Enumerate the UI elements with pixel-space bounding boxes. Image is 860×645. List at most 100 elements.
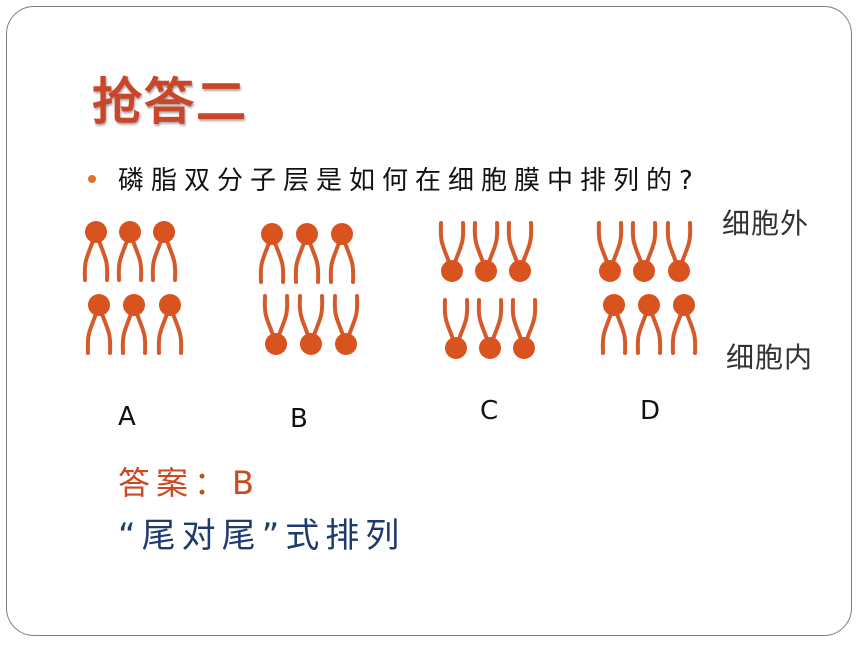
inside-cell-label: 细胞内 <box>726 341 814 374</box>
option-b-bottom-lipid-1 <box>262 294 290 355</box>
lipid-tail-left <box>120 309 134 355</box>
lipid-tail-left <box>596 221 610 267</box>
lipid-tail-right <box>649 309 663 355</box>
lipid-tail-left <box>442 298 456 344</box>
option-c-top-lipid-1 <box>438 221 466 282</box>
lipid-tail-right <box>610 221 624 267</box>
lipid-tail-left <box>328 238 342 284</box>
lipid-tail-right <box>307 238 321 284</box>
lipid-tail-right <box>614 309 628 355</box>
lipid-head <box>331 223 353 245</box>
lipid-head <box>88 294 110 316</box>
lipid-head <box>509 260 531 282</box>
lipid-tail-left <box>630 221 644 267</box>
lipid-head <box>265 333 287 355</box>
lipid-head <box>479 337 501 359</box>
option-b-top-lipid-1 <box>258 223 286 284</box>
option-b-bottom-lipid-2 <box>297 294 325 355</box>
lipid-tail-left <box>635 309 649 355</box>
lipid-tail-right <box>346 294 360 340</box>
lipid-tail-left <box>665 221 679 267</box>
option-d-bottom-lipid-3 <box>670 294 698 355</box>
explanation-text: “尾对尾”式排列 <box>118 516 406 556</box>
lipid-tail-right <box>342 238 356 284</box>
option-b-label: B <box>290 404 308 434</box>
lipid-head <box>475 260 497 282</box>
option-a-top-lipid-3 <box>150 221 178 282</box>
lipid-head <box>159 294 181 316</box>
lipid-tail-left <box>293 238 307 284</box>
question-row: 磷脂双分子层是如何在细胞膜中排列的? <box>88 160 700 197</box>
option-c-bottom-lipid-3 <box>510 298 538 359</box>
lipid-tail-left <box>510 298 524 344</box>
lipid-tail-left <box>116 236 130 282</box>
lipid-tail-left <box>506 221 520 267</box>
lipid-head <box>668 260 690 282</box>
option-c-top-lipid-3 <box>506 221 534 282</box>
lipid-tail-right <box>276 294 290 340</box>
lipid-tail-left <box>670 309 684 355</box>
lipid-tail-left <box>472 221 486 267</box>
option-d-bottom-lipid-1 <box>600 294 628 355</box>
lipid-tail-right <box>164 236 178 282</box>
option-a-top-lipid-2 <box>116 221 144 282</box>
option-b-bottom-lipid-3 <box>332 294 360 355</box>
option-d-label: D <box>640 396 661 426</box>
option-c-top-lipid-2 <box>472 221 500 282</box>
option-a-bottom-lipid-2 <box>120 294 148 355</box>
lipid-tail-right <box>486 221 500 267</box>
lipid-head <box>603 294 625 316</box>
lipid-head <box>599 260 621 282</box>
lipid-head <box>633 260 655 282</box>
lipid-head <box>445 337 467 359</box>
lipid-tail-right <box>130 236 144 282</box>
lipid-tail-right <box>684 309 698 355</box>
lipid-tail-right <box>452 221 466 267</box>
lipid-tail-left <box>476 298 490 344</box>
bullet-dot <box>88 174 96 183</box>
lipid-head <box>296 223 318 245</box>
lipid-tail-right <box>679 221 693 267</box>
question-text: 磷脂双分子层是如何在细胞膜中排列的? <box>118 166 700 196</box>
answer-text: 答案：B <box>118 464 260 502</box>
option-d-bottom-lipid-2 <box>635 294 663 355</box>
lipid-head <box>261 223 283 245</box>
lipid-head <box>85 221 107 243</box>
option-a-top-lipid-1 <box>82 221 110 282</box>
option-d-top-lipid-1 <box>596 221 624 282</box>
lipid-head <box>441 260 463 282</box>
option-a-bottom-lipid-3 <box>156 294 184 355</box>
lipid-tail-right <box>134 309 148 355</box>
lipid-tail-left <box>332 294 346 340</box>
lipid-tail-left <box>600 309 614 355</box>
lipid-tail-left <box>262 294 276 340</box>
lipid-head <box>513 337 535 359</box>
lipid-tail-right <box>99 309 113 355</box>
option-d-top-lipid-3 <box>665 221 693 282</box>
lipid-tail-right <box>644 221 658 267</box>
slide-frame <box>6 6 852 636</box>
option-b-top-lipid-2 <box>293 223 321 284</box>
lipid-tail-right <box>96 236 110 282</box>
lipid-head <box>300 333 322 355</box>
lipid-tail-right <box>170 309 184 355</box>
lipid-tail-right <box>524 298 538 344</box>
outside-cell-label: 细胞外 <box>722 207 810 240</box>
lipid-head <box>123 294 145 316</box>
slide-title: 抢答二 <box>92 73 248 131</box>
option-b-top-lipid-3 <box>328 223 356 284</box>
lipid-tail-right <box>520 221 534 267</box>
lipid-head <box>335 333 357 355</box>
option-c-bottom-lipid-1 <box>442 298 470 359</box>
option-c-label: C <box>480 396 499 426</box>
lipid-tail-left <box>258 238 272 284</box>
lipid-head <box>673 294 695 316</box>
lipid-tail-right <box>272 238 286 284</box>
lipid-tail-left <box>85 309 99 355</box>
lipid-head <box>119 221 141 243</box>
lipid-tail-right <box>311 294 325 340</box>
lipid-tail-left <box>438 221 452 267</box>
option-d-top-lipid-2 <box>630 221 658 282</box>
lipid-tail-left <box>297 294 311 340</box>
